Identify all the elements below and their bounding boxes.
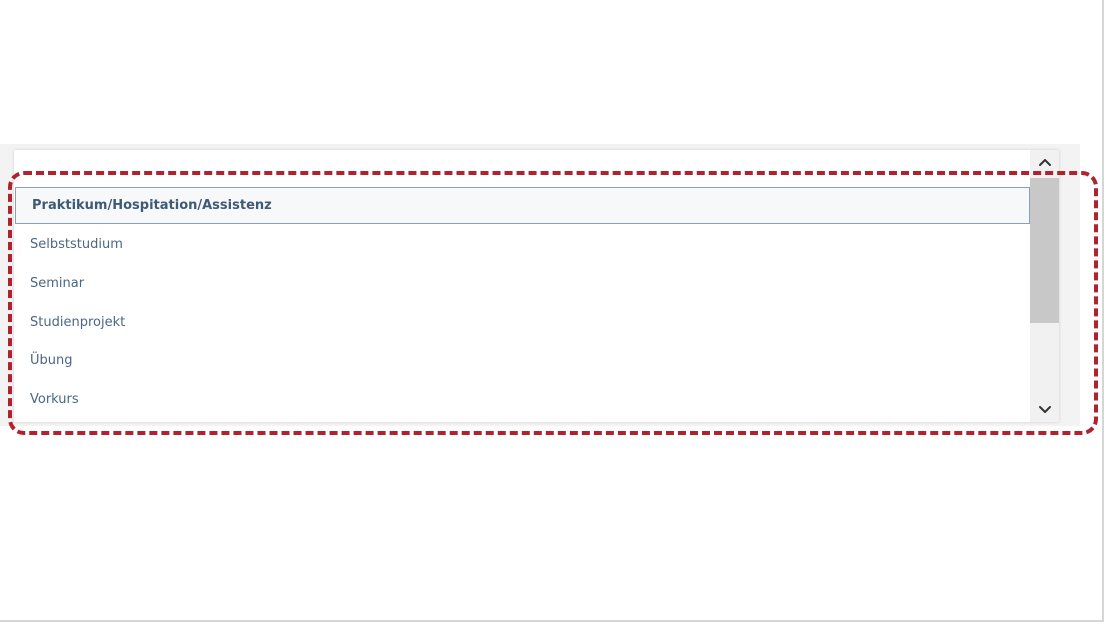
scrollbar-thumb[interactable] [1030,178,1059,323]
option-praktikum-hospitation-assistenz[interactable]: Praktikum/Hospitation/Assistenz [15,187,1030,224]
option-uebung[interactable]: Übung [30,353,73,368]
option-selbststudium[interactable]: Selbststudium [30,237,123,252]
scroll-down-button[interactable] [1030,398,1059,422]
option-seminar[interactable]: Seminar [30,276,85,291]
vertical-scrollbar[interactable] [1030,150,1059,422]
chevron-up-icon [1038,159,1051,166]
option-vorkurs[interactable]: Vorkurs [30,392,79,407]
scroll-up-button[interactable] [1030,150,1059,174]
list-top-spacer [14,150,1059,184]
chevron-down-icon [1038,406,1051,413]
option-studienprojekt[interactable]: Studienprojekt [30,315,126,330]
option-listbox[interactable]: Praktikum/Hospitation/Assistenz Selbstst… [14,150,1059,422]
